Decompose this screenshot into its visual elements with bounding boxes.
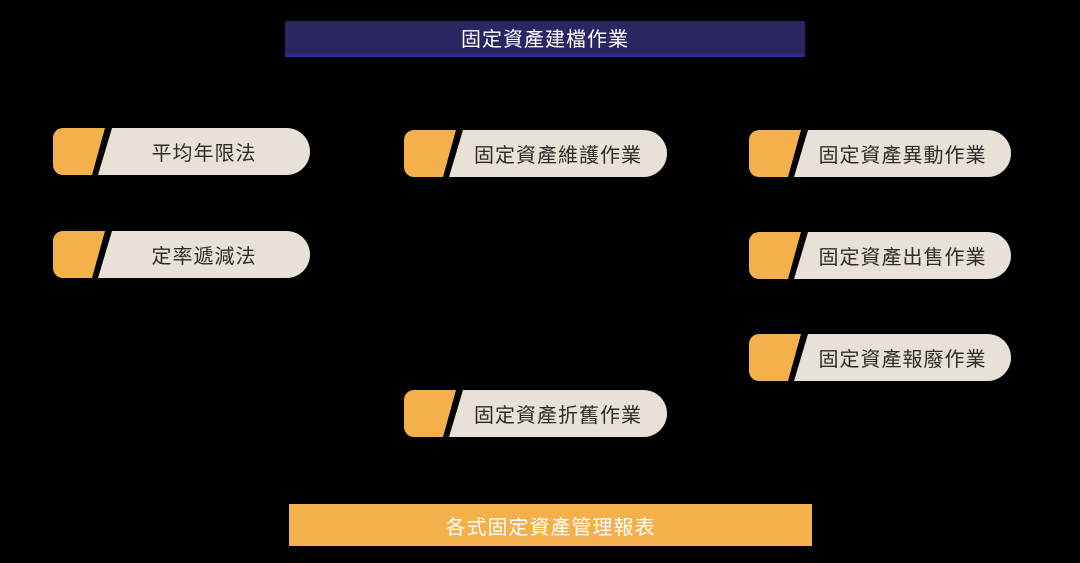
node-label: 固定資產報廢作業 [818,349,987,371]
header-fixed-asset-creation: 固定資產建檔作業 [285,21,805,57]
pill-accent-tab [53,128,105,175]
node-label: 定率遞減法 [151,246,257,268]
node-label: 平均年限法 [151,143,257,165]
pill-accent-tab [404,390,456,437]
node-label: 固定資產折舊作業 [474,405,642,427]
footer-asset-reports: 各式固定資產管理報表 [289,504,812,546]
node-asset-scrap: 固定資產報廢作業 [749,334,1011,381]
pill-accent-tab [404,130,456,177]
pill-accent-tab [749,334,801,381]
node-asset-depreciation: 固定資產折舊作業 [404,390,667,437]
node-asset-transfer: 固定資產異動作業 [749,130,1011,177]
node-label: 固定資產維護作業 [474,145,642,167]
node-asset-sale: 固定資產出售作業 [749,232,1011,279]
node-asset-maintenance: 固定資產維護作業 [404,130,667,177]
node-straight-line-method: 平均年限法 [53,128,310,175]
footer-label: 各式固定資產管理報表 [445,516,656,539]
node-label: 固定資產異動作業 [818,145,987,167]
node-declining-balance-method: 定率遞減法 [53,231,310,278]
header-label: 固定資產建檔作業 [461,29,629,51]
pill-accent-tab [749,130,801,177]
node-label: 固定資產出售作業 [818,247,987,269]
pill-accent-tab [53,231,105,278]
pill-accent-tab [749,232,801,279]
